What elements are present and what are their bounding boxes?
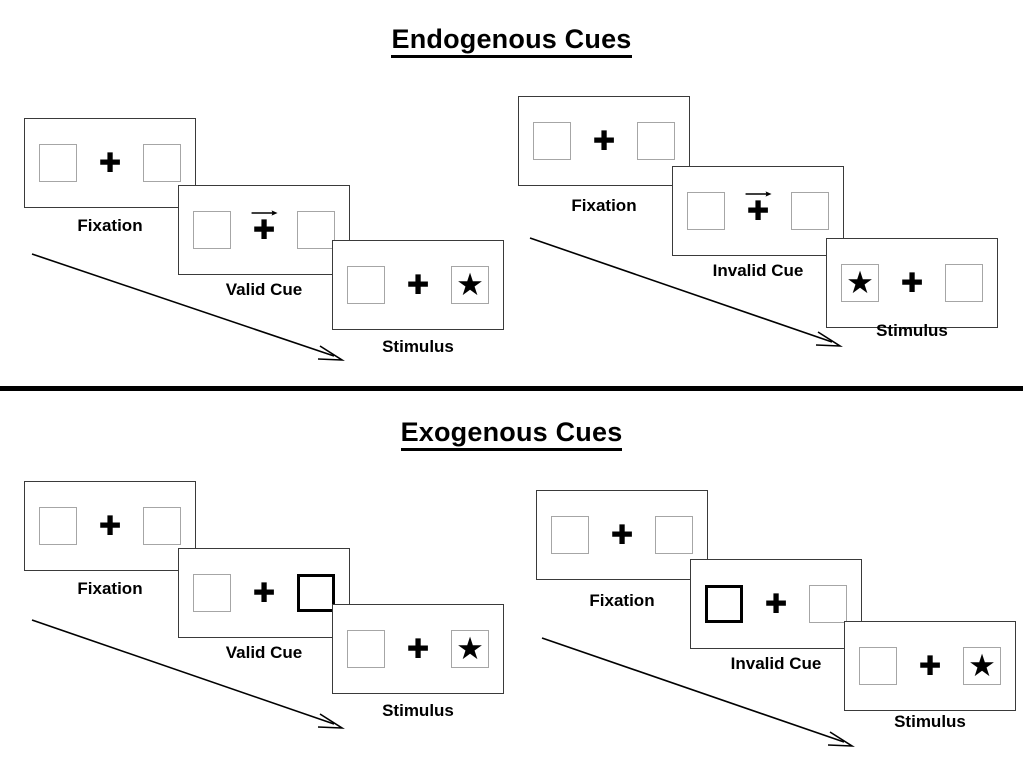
fixation-cross: ✚	[917, 647, 943, 685]
plus-icon: ✚	[406, 269, 430, 301]
frame-exogenous-invalid-stimulus: ✚ ★	[844, 621, 1016, 711]
exogenous-title-text: Exogenous Cues	[400, 417, 623, 451]
right-box-target: ★	[451, 630, 489, 668]
left-box	[347, 266, 385, 304]
frame-label-stimulus: Stimulus	[382, 701, 454, 720]
right-box	[791, 192, 829, 230]
fixation-cross: ✚	[405, 630, 431, 668]
frame-label-fixation: Fixation	[571, 196, 637, 215]
frame-endogenous-valid-stimulus: ✚ ★	[332, 240, 504, 330]
plus-icon: ✚	[406, 633, 430, 665]
frame-exogenous-invalid-cue: ✚	[690, 559, 862, 649]
frame-exogenous-valid-stimulus: ✚ ★	[332, 604, 504, 694]
right-box-cued	[297, 574, 335, 612]
star-icon: ★	[968, 647, 996, 683]
left-box	[347, 630, 385, 668]
page-title-exogenous: Exogenous Cues	[0, 417, 1023, 451]
left-box	[551, 516, 589, 554]
frame-endogenous-invalid-fixation: ✚	[518, 96, 690, 186]
right-box	[945, 264, 983, 302]
right-box-target: ★	[451, 266, 489, 304]
frame-label-fixation: Fixation	[77, 579, 143, 598]
star-icon: ★	[456, 266, 484, 302]
left-box-target: ★	[841, 264, 879, 302]
left-box	[859, 647, 897, 685]
frame-label-invalid-cue: Invalid Cue	[712, 261, 804, 280]
frame-exogenous-invalid-fixation: ✚	[536, 490, 708, 580]
frame-label-invalid-cue: Invalid Cue	[730, 654, 822, 673]
right-box	[655, 516, 693, 554]
frame-label-fixation: Fixation	[589, 591, 655, 610]
frame-endogenous-invalid-stimulus: ★ ✚	[826, 238, 998, 328]
right-box	[809, 585, 847, 623]
right-box	[637, 122, 675, 160]
left-box	[533, 122, 571, 160]
fixation-cross: ✚	[251, 208, 279, 249]
fixation-cross: ✚	[405, 266, 431, 304]
frame-label-valid-cue: Valid Cue	[225, 643, 303, 662]
section-divider	[0, 386, 1023, 391]
frame-exogenous-valid-cue: ✚	[178, 548, 350, 638]
right-box-target: ★	[963, 647, 1001, 685]
frame-endogenous-valid-fixation: ✚	[24, 118, 196, 208]
star-icon: ★	[456, 630, 484, 666]
left-box	[193, 211, 231, 249]
plus-icon: ✚	[592, 125, 616, 157]
arrow-right-cue-icon	[745, 189, 773, 199]
fixation-cross: ✚	[251, 574, 277, 612]
plus-icon: ✚	[746, 195, 770, 227]
left-box-cued	[705, 585, 743, 623]
time-arrow-exogenous-invalid	[540, 632, 860, 757]
frame-endogenous-invalid-cue: ✚	[672, 166, 844, 256]
left-box	[39, 144, 77, 182]
plus-icon: ✚	[98, 510, 122, 542]
left-box	[39, 507, 77, 545]
right-box	[297, 211, 335, 249]
star-icon: ★	[846, 264, 874, 300]
fixation-cross: ✚	[609, 516, 635, 554]
plus-icon: ✚	[764, 588, 788, 620]
endogenous-title-text: Endogenous Cues	[391, 24, 632, 58]
frame-label-valid-cue: Valid Cue	[225, 280, 303, 299]
frame-label-stimulus: Stimulus	[894, 712, 966, 731]
fixation-cross: ✚	[97, 144, 123, 182]
right-box	[143, 507, 181, 545]
fixation-cross: ✚	[97, 507, 123, 545]
arrow-right-cue-icon	[251, 208, 279, 218]
page-title-endogenous: Endogenous Cues	[0, 24, 1023, 58]
plus-icon: ✚	[98, 147, 122, 179]
plus-icon: ✚	[252, 214, 276, 246]
plus-icon: ✚	[918, 650, 942, 682]
time-arrow-endogenous-valid	[30, 248, 350, 368]
plus-icon: ✚	[900, 267, 924, 299]
fixation-cross: ✚	[591, 122, 617, 160]
plus-icon: ✚	[610, 519, 634, 551]
left-box	[687, 192, 725, 230]
frame-label-stimulus: Stimulus	[382, 337, 454, 356]
time-arrow-endogenous-invalid	[528, 232, 848, 352]
frame-endogenous-valid-cue: ✚	[178, 185, 350, 275]
time-arrow-exogenous-valid	[30, 614, 350, 739]
fixation-cross: ✚	[899, 264, 925, 302]
frame-label-stimulus: Stimulus	[876, 321, 948, 340]
frame-label-fixation: Fixation	[77, 216, 143, 235]
fixation-cross: ✚	[745, 189, 773, 230]
frame-exogenous-valid-fixation: ✚	[24, 481, 196, 571]
right-box	[143, 144, 181, 182]
plus-icon: ✚	[252, 577, 276, 609]
left-box	[193, 574, 231, 612]
fixation-cross: ✚	[763, 585, 789, 623]
